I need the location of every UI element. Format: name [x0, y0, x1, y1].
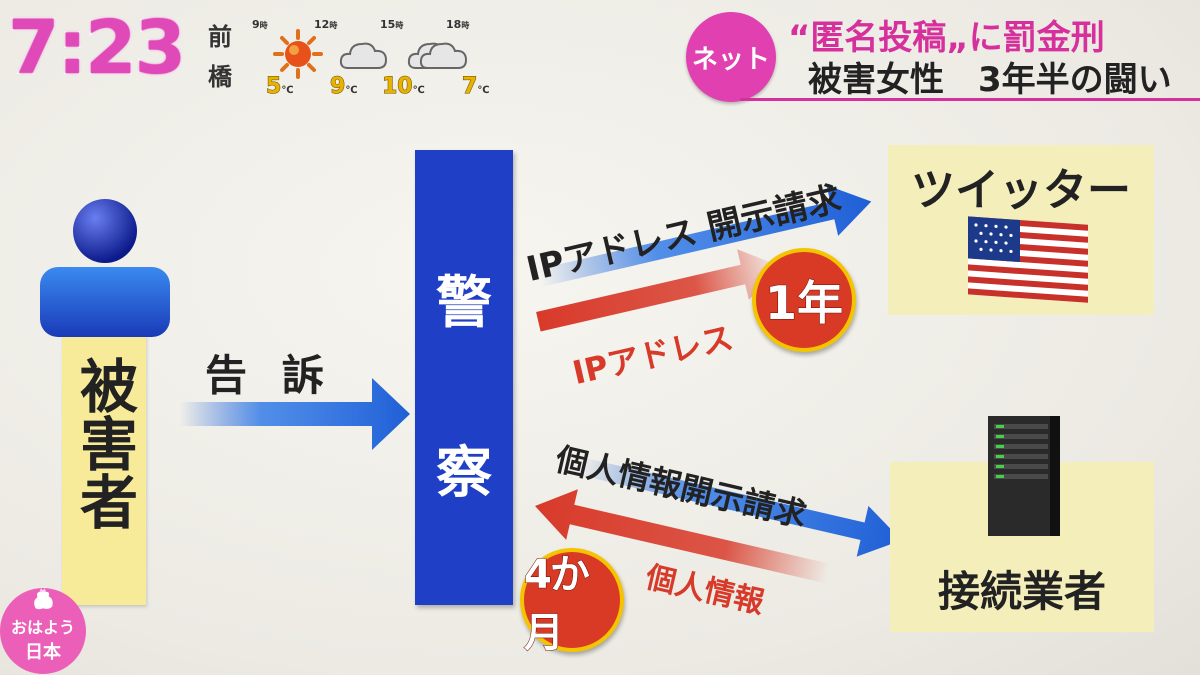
server-icon [988, 416, 1060, 536]
forecast-temp: 9℃ [329, 74, 358, 100]
person-icon [40, 199, 170, 337]
police-label-top: 警 [436, 271, 492, 336]
pi-request-arrow [577, 457, 902, 557]
program-logo: おはよう 日本 [0, 588, 86, 674]
clock: 7:23 [6, 5, 187, 91]
victim-card [62, 320, 146, 605]
forecast-time: 9時 [252, 18, 268, 31]
pi-response-arrow [535, 489, 830, 584]
logo-line-2: 日本 [25, 642, 61, 663]
headline-title: “匿名投稿„に罰金刑 [788, 18, 1105, 58]
ip-request-arrow [537, 185, 872, 287]
headline-underline [740, 98, 1200, 101]
sun-icon [273, 29, 323, 79]
forecast-time: 12時 [314, 18, 338, 31]
ip-response-arrow [536, 249, 780, 332]
accusation-label: 告 訴 [205, 351, 334, 400]
victim-label: 被害者 [70, 356, 138, 530]
forecast-time: 18時 [446, 18, 470, 31]
logo-line-1: おはよう [10, 618, 75, 637]
cloud-icon [419, 42, 468, 69]
police-bar [415, 150, 513, 605]
headline-subtitle: 被害女性 3年半の闘い [808, 60, 1172, 100]
us-flag-icon [968, 216, 1088, 303]
duration-badge-pi: 4か月 [520, 548, 624, 657]
location-line-1: 前 [208, 23, 232, 51]
forecast-temp: 7℃ [461, 74, 490, 100]
forecast-temp: 10℃ [382, 74, 425, 100]
location-line-2: 橋 [208, 63, 232, 91]
forecast-time: 15時 [380, 18, 404, 31]
isp-label: 接続業者 [937, 567, 1106, 616]
twitter-label: ツイッター [911, 165, 1131, 216]
topic-badge: ネット [686, 12, 776, 102]
forecast-temp: 5℃ [265, 74, 294, 100]
accusation-arrow [180, 378, 410, 450]
rooster-icon [34, 588, 53, 610]
police-label-bottom: 察 [436, 441, 492, 506]
duration-badge-ip: 1年 [752, 248, 856, 352]
cloud-icon [339, 42, 388, 69]
